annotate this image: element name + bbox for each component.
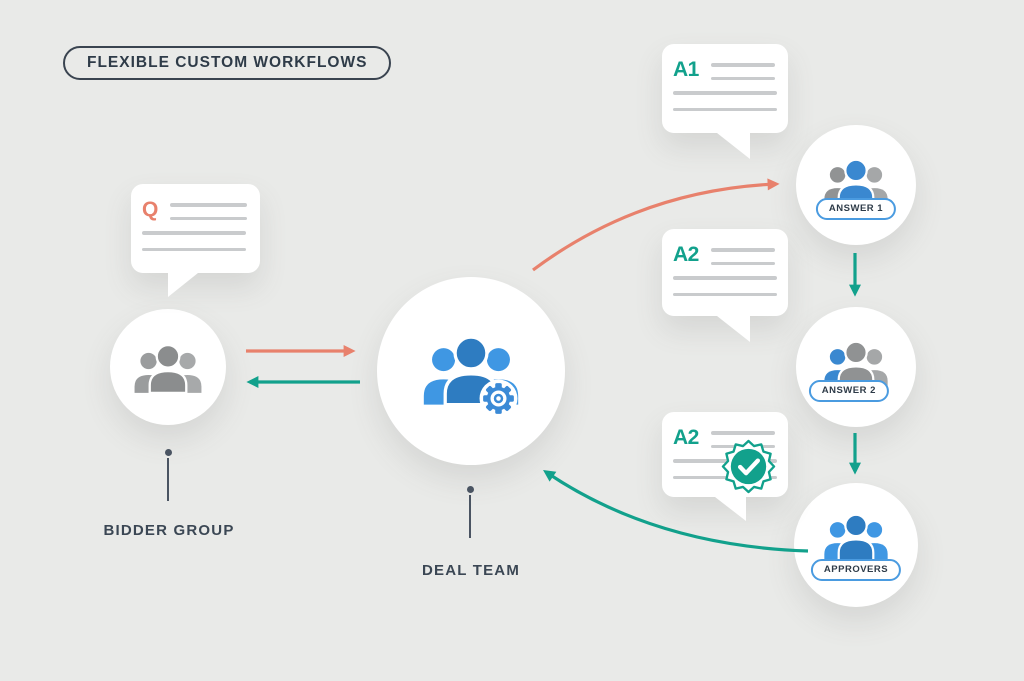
text-lines	[142, 231, 247, 251]
question-bubble: Q	[131, 184, 260, 297]
people-group-icon	[129, 340, 207, 396]
answer1-badge: ANSWER 1	[815, 198, 897, 220]
bidder-group-label: BIDDER GROUP	[103, 522, 235, 539]
deal-team-label: DEAL TEAM	[421, 562, 521, 579]
answer2-approved-bubble: A2	[662, 412, 788, 521]
dealteam-pin-line	[469, 495, 471, 538]
answer2-node: ANSWER 2	[796, 307, 916, 427]
page-title: FLEXIBLE CUSTOM WORKFLOWS	[63, 46, 392, 80]
dealteam-pin-dot	[467, 486, 474, 493]
text-lines	[673, 276, 777, 296]
approvers-node: APPROVERS	[794, 483, 918, 607]
bidder-group-node	[110, 309, 226, 425]
approvers-badge: APPROVERS	[810, 559, 902, 581]
deal-team-node	[377, 277, 565, 465]
answer2-badge: ANSWER 2	[808, 380, 889, 402]
text-lines	[710, 60, 775, 80]
answer1-node: ANSWER 1	[796, 125, 916, 245]
text-lines	[673, 91, 777, 111]
answer2-bubble: A2	[662, 229, 788, 342]
answer1-bubble: A1	[662, 44, 788, 159]
bubble-tail	[715, 497, 746, 521]
people-group-icon	[819, 510, 893, 563]
answer2-tag: A2	[673, 243, 699, 266]
answer1-tag: A1	[673, 58, 699, 81]
bubble-tail	[717, 316, 750, 342]
bidder-pin-dot	[165, 449, 172, 456]
gear-icon	[479, 379, 518, 418]
bubble-tail	[168, 273, 198, 297]
checkmark-seal-icon	[721, 439, 776, 494]
text-lines	[673, 459, 777, 479]
question-tag: Q	[142, 198, 158, 221]
text-lines	[169, 200, 247, 220]
answer2-approved-tag: A2	[673, 426, 699, 449]
text-lines	[710, 245, 775, 265]
bidder-pin-line	[167, 458, 169, 501]
bubble-tail	[717, 133, 750, 159]
